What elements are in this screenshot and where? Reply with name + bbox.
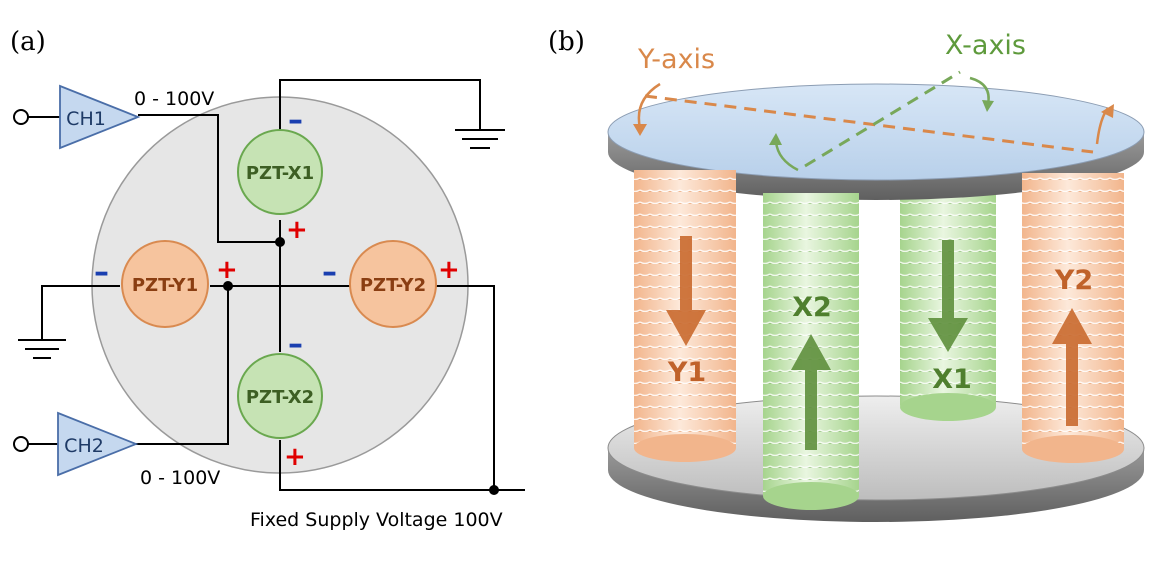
ch2-amplifier: CH2 — [57, 411, 139, 477]
bottom-plate — [607, 395, 1145, 522]
wiring — [18, 79, 525, 491]
plus-sign: + — [438, 255, 460, 285]
svg-text:PZT-X1: PZT-X1 — [246, 163, 314, 184]
stack-x1: X1 — [900, 175, 996, 421]
y1-label: Y1 — [667, 357, 706, 388]
y2-arrow-up — [1052, 308, 1092, 426]
svg-text:PZT-Y2: PZT-Y2 — [360, 275, 426, 296]
y-axis-line — [644, 94, 1094, 154]
x-axis-label: X-axis — [945, 30, 1026, 61]
plus-sign: + — [284, 442, 306, 472]
panel-a-label: (a) — [10, 27, 46, 57]
pzt-x1: PZT-X1 — [237, 129, 323, 215]
x1-label: X1 — [932, 364, 972, 395]
x1-arrow-down — [928, 240, 968, 352]
ch1-amplifier: CH1 — [59, 84, 141, 150]
junction-dot — [223, 281, 233, 291]
stack-y1: Y1 — [634, 170, 736, 462]
y1-arrow-down — [666, 236, 706, 346]
y-rotation-arrow-left — [637, 82, 661, 129]
x2-label: X2 — [792, 292, 832, 323]
minus-sign: – — [288, 103, 303, 138]
ch2-label: CH2 — [64, 435, 104, 457]
junction-dot — [489, 485, 499, 495]
top-plate — [607, 83, 1145, 200]
x-axis-line — [804, 70, 961, 168]
panel-a: (a) — [10, 27, 525, 531]
y2-label: Y2 — [1054, 265, 1093, 296]
minus-sign: – — [322, 255, 337, 290]
minus-sign: – — [94, 255, 109, 290]
stack-x2: X2 — [763, 193, 859, 510]
ch1-range: 0 - 100V — [134, 88, 214, 110]
panel-b-label: (b) — [548, 27, 585, 57]
pzt-y2: PZT-Y2 — [349, 240, 437, 328]
pzt-x2: PZT-X2 — [237, 353, 323, 439]
plus-sign: + — [216, 255, 238, 285]
junction-dot — [275, 237, 285, 247]
minus-sign: – — [288, 327, 303, 362]
supply-label: Fixed Supply Voltage 100V — [250, 509, 503, 531]
svg-text:PZT-X2: PZT-X2 — [246, 387, 314, 408]
ch2-terminal — [13, 436, 29, 452]
plus-sign: + — [286, 215, 308, 245]
svg-text:PZT-Y1: PZT-Y1 — [132, 275, 198, 296]
y-axis-label: Y-axis — [637, 44, 715, 75]
ch2-range: 0 - 100V — [140, 467, 220, 489]
ch1-terminal — [13, 109, 29, 125]
panel-b: (b) X1 Y1 — [548, 27, 1145, 522]
pzt-y1: PZT-Y1 — [121, 240, 209, 328]
stack-y2: Y2 — [1022, 173, 1124, 463]
ch1-label: CH1 — [66, 108, 106, 130]
x2-arrow-up — [791, 334, 831, 450]
